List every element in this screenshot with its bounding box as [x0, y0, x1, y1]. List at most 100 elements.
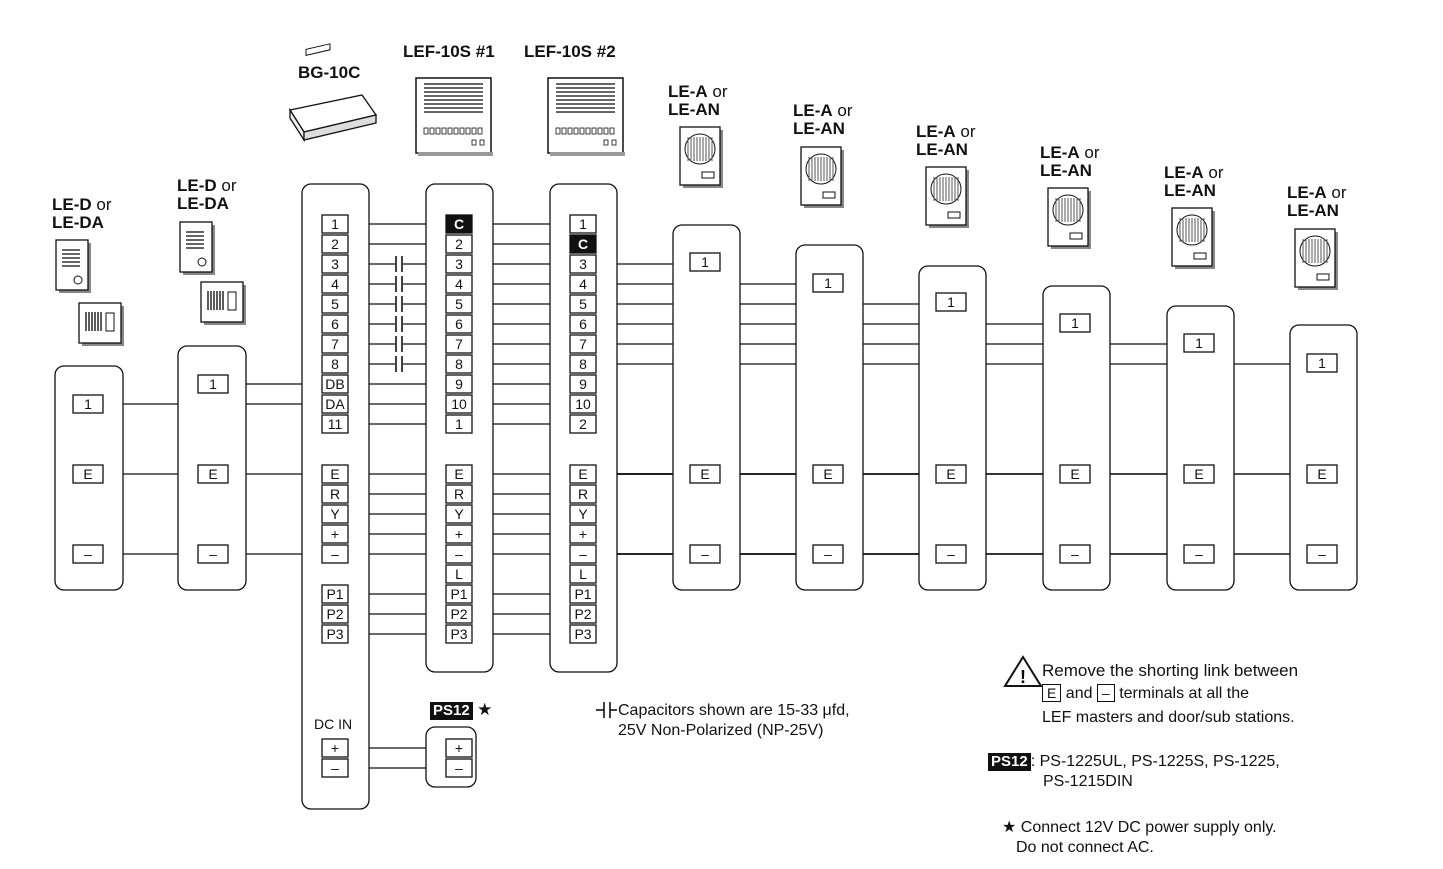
svg-text:–: – — [701, 546, 709, 562]
door-terminal-e: E — [197, 464, 229, 484]
lef1-terminal: Y — [445, 504, 473, 524]
svg-text:1: 1 — [1071, 315, 1079, 331]
bg10c-terminal: Y — [321, 504, 349, 524]
sub-station-icon — [679, 126, 723, 188]
door2-le-da-icon — [200, 281, 246, 325]
lef2-terminal: C — [569, 234, 597, 254]
lef2-terminal: L — [569, 564, 597, 584]
bg10c-terminal: 2 — [321, 234, 349, 254]
sub-terminal-1: 1 — [1306, 353, 1338, 373]
svg-text:1: 1 — [1195, 335, 1203, 351]
svg-text:+: + — [331, 526, 339, 542]
lef1-terminal: – — [445, 544, 473, 564]
lef2-terminal: 1 — [569, 214, 597, 234]
door2-terminal-1: 1 — [197, 374, 229, 394]
lef2-terminal: 9 — [569, 374, 597, 394]
bg10c-terminal: DA — [321, 394, 349, 414]
bg10c-terminal: 11 — [321, 414, 349, 434]
bg10c-device-icon — [288, 43, 378, 143]
svg-text:–: – — [947, 546, 955, 562]
lef2-terminal: E — [569, 464, 597, 484]
svg-text:+: + — [455, 740, 463, 756]
lef2-terminal: Y — [569, 504, 597, 524]
svg-text:8: 8 — [455, 356, 463, 372]
sub-terminal-1: 1 — [689, 252, 721, 272]
dc-in-label: DC IN — [314, 716, 353, 732]
dc-in-terminal: + — [321, 738, 349, 758]
lef2-terminal: 6 — [569, 314, 597, 334]
svg-text:2: 2 — [579, 416, 587, 432]
svg-text:–: – — [209, 546, 217, 562]
svg-text:1: 1 — [701, 254, 709, 270]
svg-text:E: E — [454, 466, 463, 482]
lef1-device-icon — [415, 77, 493, 156]
lef1-label: LEF-10S #1 — [403, 42, 495, 61]
warning-note-line3: LEF masters and door/sub stations. — [1042, 709, 1295, 726]
terminal-blocks: 1E–1E–1E–1E–1E–1E–12345678DBDA11C2345678… — [72, 214, 1338, 778]
svg-text:P1: P1 — [326, 586, 343, 602]
svg-text:P2: P2 — [574, 606, 591, 622]
svg-text:3: 3 — [579, 256, 587, 272]
svg-text:3: 3 — [331, 256, 339, 272]
svg-text:3: 3 — [455, 256, 463, 272]
sub-terminal-minus: – — [935, 544, 967, 564]
svg-text:E: E — [700, 466, 709, 482]
bg10c-terminal: 7 — [321, 334, 349, 354]
svg-text:–: – — [1318, 546, 1326, 562]
lef1-terminal: 7 — [445, 334, 473, 354]
svg-text:2: 2 — [331, 236, 339, 252]
lef2-terminal: 8 — [569, 354, 597, 374]
sub-terminal-1: 1 — [1059, 313, 1091, 333]
svg-text:P1: P1 — [574, 586, 591, 602]
svg-text:–: – — [579, 546, 587, 562]
door1-le-d-icon — [55, 239, 91, 293]
lef1-terminal: P1 — [445, 584, 473, 604]
bg10c-terminal: P1 — [321, 584, 349, 604]
svg-text:6: 6 — [331, 316, 339, 332]
bg10c-terminal: 4 — [321, 274, 349, 294]
sub-terminal-e: E — [1059, 464, 1091, 484]
lef1-terminal: E — [445, 464, 473, 484]
svg-text:5: 5 — [455, 296, 463, 312]
svg-text:R: R — [454, 486, 464, 502]
svg-text:1: 1 — [824, 275, 832, 291]
svg-text:1: 1 — [579, 216, 587, 232]
bg10c-terminal: DB — [321, 374, 349, 394]
svg-text:E: E — [83, 466, 92, 482]
svg-text:+: + — [579, 526, 587, 542]
svg-text:E: E — [823, 466, 832, 482]
svg-text:Y: Y — [454, 506, 464, 522]
dc-in-terminal: – — [321, 758, 349, 778]
svg-text:1: 1 — [209, 376, 217, 392]
svg-text:1: 1 — [455, 416, 463, 432]
svg-text:E: E — [1070, 466, 1079, 482]
svg-text:–: – — [455, 760, 463, 776]
svg-text:10: 10 — [575, 396, 591, 412]
lef1-terminal: P3 — [445, 624, 473, 644]
sub-terminal-minus: – — [1059, 544, 1091, 564]
svg-text:P3: P3 — [326, 626, 343, 642]
svg-text:11: 11 — [328, 416, 343, 432]
lef1-terminal: 6 — [445, 314, 473, 334]
svg-text:–: – — [1195, 546, 1203, 562]
sub-terminal-e: E — [689, 464, 721, 484]
sub-station-icon — [1047, 187, 1091, 249]
bg10c-terminal: 3 — [321, 254, 349, 274]
sub-station-box-3 — [918, 265, 987, 591]
sub-terminal-minus: – — [689, 544, 721, 564]
lef1-terminal: + — [445, 524, 473, 544]
svg-text:6: 6 — [455, 316, 463, 332]
svg-text:7: 7 — [455, 336, 463, 352]
capacitors — [395, 256, 617, 718]
svg-text:DB: DB — [325, 376, 344, 392]
svg-text:–: – — [331, 546, 339, 562]
svg-text:–: – — [331, 760, 339, 776]
svg-text:+: + — [331, 740, 339, 756]
sub-terminal-1: 1 — [935, 292, 967, 312]
lef2-terminal: 4 — [569, 274, 597, 294]
ac-warning-note: ★ Connect 12V DC power supply only. Do n… — [1002, 819, 1277, 856]
svg-text:2: 2 — [455, 236, 463, 252]
